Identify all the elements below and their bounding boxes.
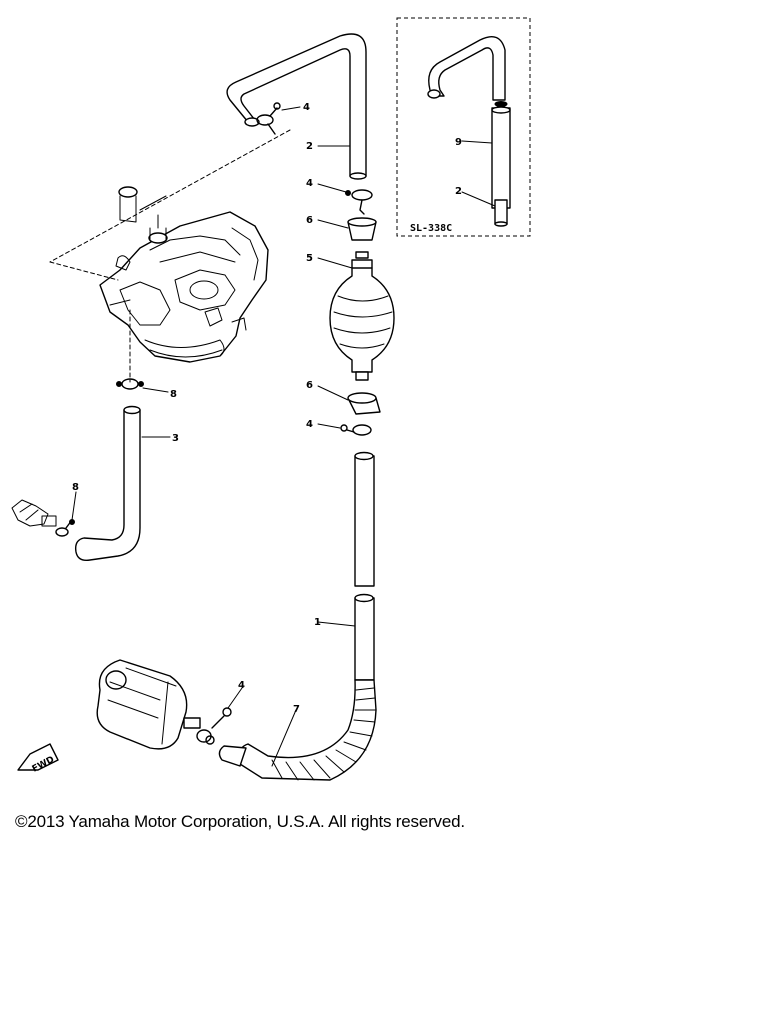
callout-8-upper: 8: [170, 389, 177, 400]
callout-4-upper-stack: 4: [306, 178, 313, 189]
callout-3: 3: [172, 433, 179, 444]
callout-4-lower-stack: 4: [306, 419, 313, 430]
callout-8-lower: 8: [72, 482, 79, 493]
callout-4-filter: 4: [238, 680, 245, 691]
hose-3: 3: [74, 405, 179, 562]
callout-2-main: 2: [306, 141, 313, 152]
callout-1: 1: [314, 617, 321, 628]
callout-9: 9: [455, 137, 462, 148]
callout-4-top: 4: [303, 102, 310, 113]
upper-bent-hose: 4 2: [226, 33, 367, 180]
callout-6-upper: 6: [306, 215, 313, 226]
fuel-hose-1: 1: [314, 451, 375, 681]
clip-4-top: [256, 102, 281, 135]
fuel-filter: 4: [96, 659, 245, 750]
collar-6-upper: 6: [306, 215, 377, 241]
collar-6-lower: 6: [306, 380, 381, 415]
fuel-system-diagram: SL-338C 9 2 4 2: [11, 17, 531, 781]
forward-arrow-icon: FWD: [17, 743, 59, 775]
copyright-notice: ©2013 Yamaha Motor Corporation, U.S.A. A…: [15, 812, 465, 831]
lower-left-fitting: 8: [11, 482, 79, 537]
corrugated-hose-7: 7: [218, 679, 377, 781]
primer-bulb-5: 5: [306, 251, 395, 381]
callout-5: 5: [306, 253, 313, 264]
inset-variant-box: SL-338C 9 2: [396, 17, 531, 237]
clip-4-lower-stack: 4: [306, 419, 372, 436]
carburetor-assembly: [99, 186, 269, 363]
fwd-label: FWD: [31, 755, 56, 775]
clip-8-upper: 8: [116, 378, 177, 400]
callout-2-inset: 2: [455, 186, 462, 197]
inset-code-label: SL-338C: [410, 223, 452, 234]
callout-7: 7: [293, 704, 300, 715]
clip-4-upper-stack: 4: [306, 178, 373, 215]
leader-lines: [49, 129, 291, 383]
callout-6-lower: 6: [306, 380, 313, 391]
